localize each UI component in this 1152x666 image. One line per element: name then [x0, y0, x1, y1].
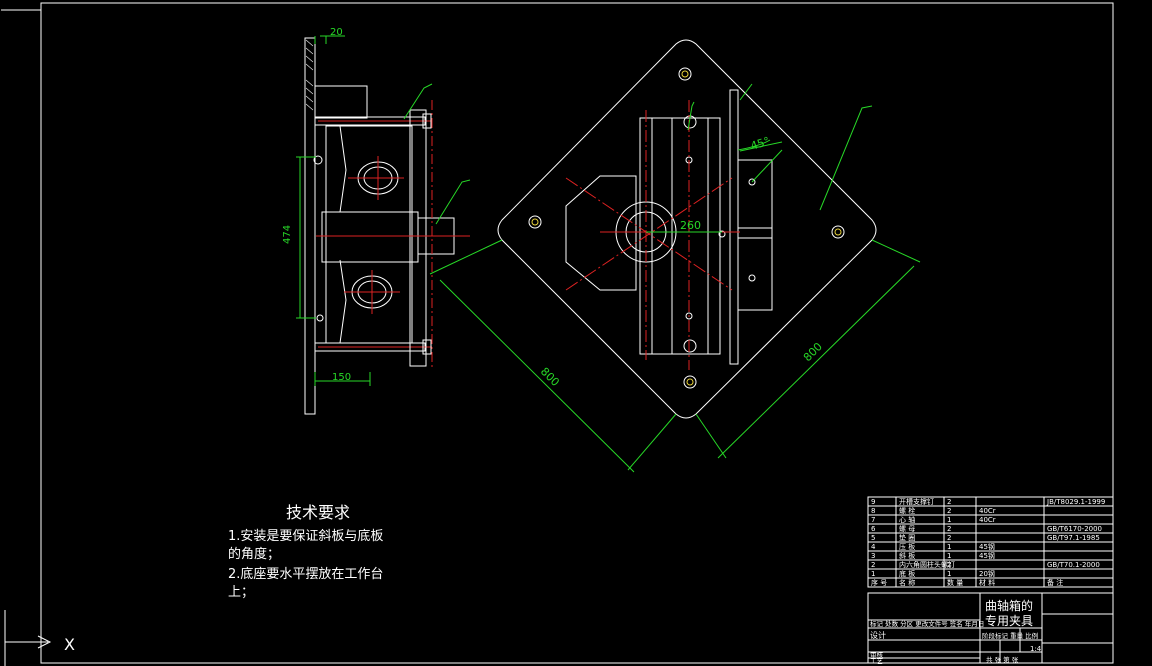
parts-row-name: 螺 母 [899, 524, 915, 533]
ucs-icon: X [4, 610, 75, 666]
drawing-title-2: 专用夹具 [985, 613, 1033, 628]
parts-row-standard: GB/T6170-2000 [1047, 525, 1102, 533]
side-view [296, 35, 471, 415]
parts-header-name: 名 称 [899, 578, 915, 587]
parts-row-standard: GB/T70.1-2000 [1047, 561, 1100, 569]
dim-top-flange: 20 [330, 27, 343, 38]
parts-list-table: 9 开槽支撑钉 2 JB/T8029.1-1999 8 螺 栓 2 40Cr 7 心 轴 1 40Cr… [867, 496, 1114, 588]
label-craft: 工艺 [870, 657, 884, 665]
parts-row-no: 5 [871, 534, 875, 542]
parts-row-name: 开槽支撑钉 [899, 497, 934, 506]
parts-row-name: 压 板 [899, 542, 915, 551]
parts-row-qty: 1 [947, 516, 951, 524]
tech-line-2: 的角度； [228, 546, 280, 562]
label-design: 设计 [870, 630, 886, 640]
parts-row-no: 7 [871, 516, 875, 524]
parts-row-no: 1 [871, 570, 875, 578]
parts-row-no: 8 [871, 507, 875, 515]
parts-row-qty: 2 [947, 507, 951, 515]
parts-row-material: 20钢 [979, 569, 995, 578]
parts-row-material: 45钢 [979, 551, 995, 560]
sheet-footer: 共 张 第 张 [986, 655, 1019, 664]
dim-bore-offset: 260 [680, 219, 701, 232]
parts-row-no: 4 [871, 543, 876, 551]
title-block: 曲轴箱的 专用夹具 标记 处数 分区 更改文件号 签名 年月日 设计 审核 工艺… [867, 592, 1114, 665]
parts-row-qty: 2 [947, 498, 951, 506]
parts-row-material: 45钢 [979, 542, 995, 551]
parts-row-name: 斜 板 [899, 551, 915, 560]
front-view [429, 39, 921, 473]
base-plate [304, 37, 316, 415]
parts-row-material: 40Cr [979, 507, 996, 515]
parts-row-qty: 1 [947, 552, 951, 560]
approval-row: 标记 处数 分区 更改文件号 签名 年月日 [870, 619, 984, 628]
dim-height: 474 [282, 225, 293, 244]
dim-angle: 45° [749, 134, 772, 152]
dim-diag-right: 800 [801, 340, 825, 364]
parts-row-no: 6 [871, 525, 876, 533]
parts-row-standard: GB/T97.1-1985 [1047, 534, 1100, 542]
ucs-x-label: X [64, 635, 75, 654]
parts-row-no: 3 [871, 552, 875, 560]
parts-row-qty: 2 [947, 525, 951, 533]
parts-row-standard: JB/T8029.1-1999 [1046, 498, 1105, 506]
parts-row-qty: 2 [947, 534, 951, 542]
stage-row: 阶段标记 重量 比例 [982, 631, 1038, 640]
scale-value: 1:4 [1030, 645, 1042, 653]
tech-line-1: 1.安装是要保证斜板与底板 [228, 528, 383, 544]
parts-row-name: 底 板 [899, 569, 915, 578]
tech-line-4: 上； [228, 585, 254, 600]
parts-header-no: 序 号 [871, 578, 887, 587]
parts-row-qty: 2 [947, 561, 951, 569]
parts-header-material: 材 料 [979, 578, 995, 587]
tech-line-3: 2.底座要水平摆放在工作台 [228, 566, 383, 582]
parts-row-name: 心 轴 [899, 515, 915, 524]
dim-base-width: 150 [332, 372, 351, 383]
tech-requirements: 技术要求 1.安装是要保证斜板与底板 的角度； 2.底座要水平摆放在工作台 上； [228, 503, 383, 600]
parts-row-name: 螺 栓 [899, 506, 915, 515]
label-review: 审核 [870, 650, 884, 659]
tech-heading: 技术要求 [286, 503, 350, 522]
parts-row-name: 垫 圈 [899, 533, 915, 542]
parts-row-material: 40Cr [979, 516, 996, 524]
parts-row-no: 2 [871, 561, 875, 569]
parts-row-qty: 1 [947, 570, 951, 578]
parts-row-no: 9 [871, 498, 875, 506]
dim-diag-left: 800 [538, 365, 562, 389]
drawing-title-1: 曲轴箱的 [985, 598, 1033, 613]
parts-header-standard: 备 注 [1047, 578, 1063, 587]
parts-header-qty: 数 量 [947, 578, 963, 587]
parts-row-name: 内六角圆柱头螺钉 [899, 560, 955, 569]
drawing-frame [40, 2, 1114, 664]
parts-row-qty: 1 [947, 543, 951, 551]
